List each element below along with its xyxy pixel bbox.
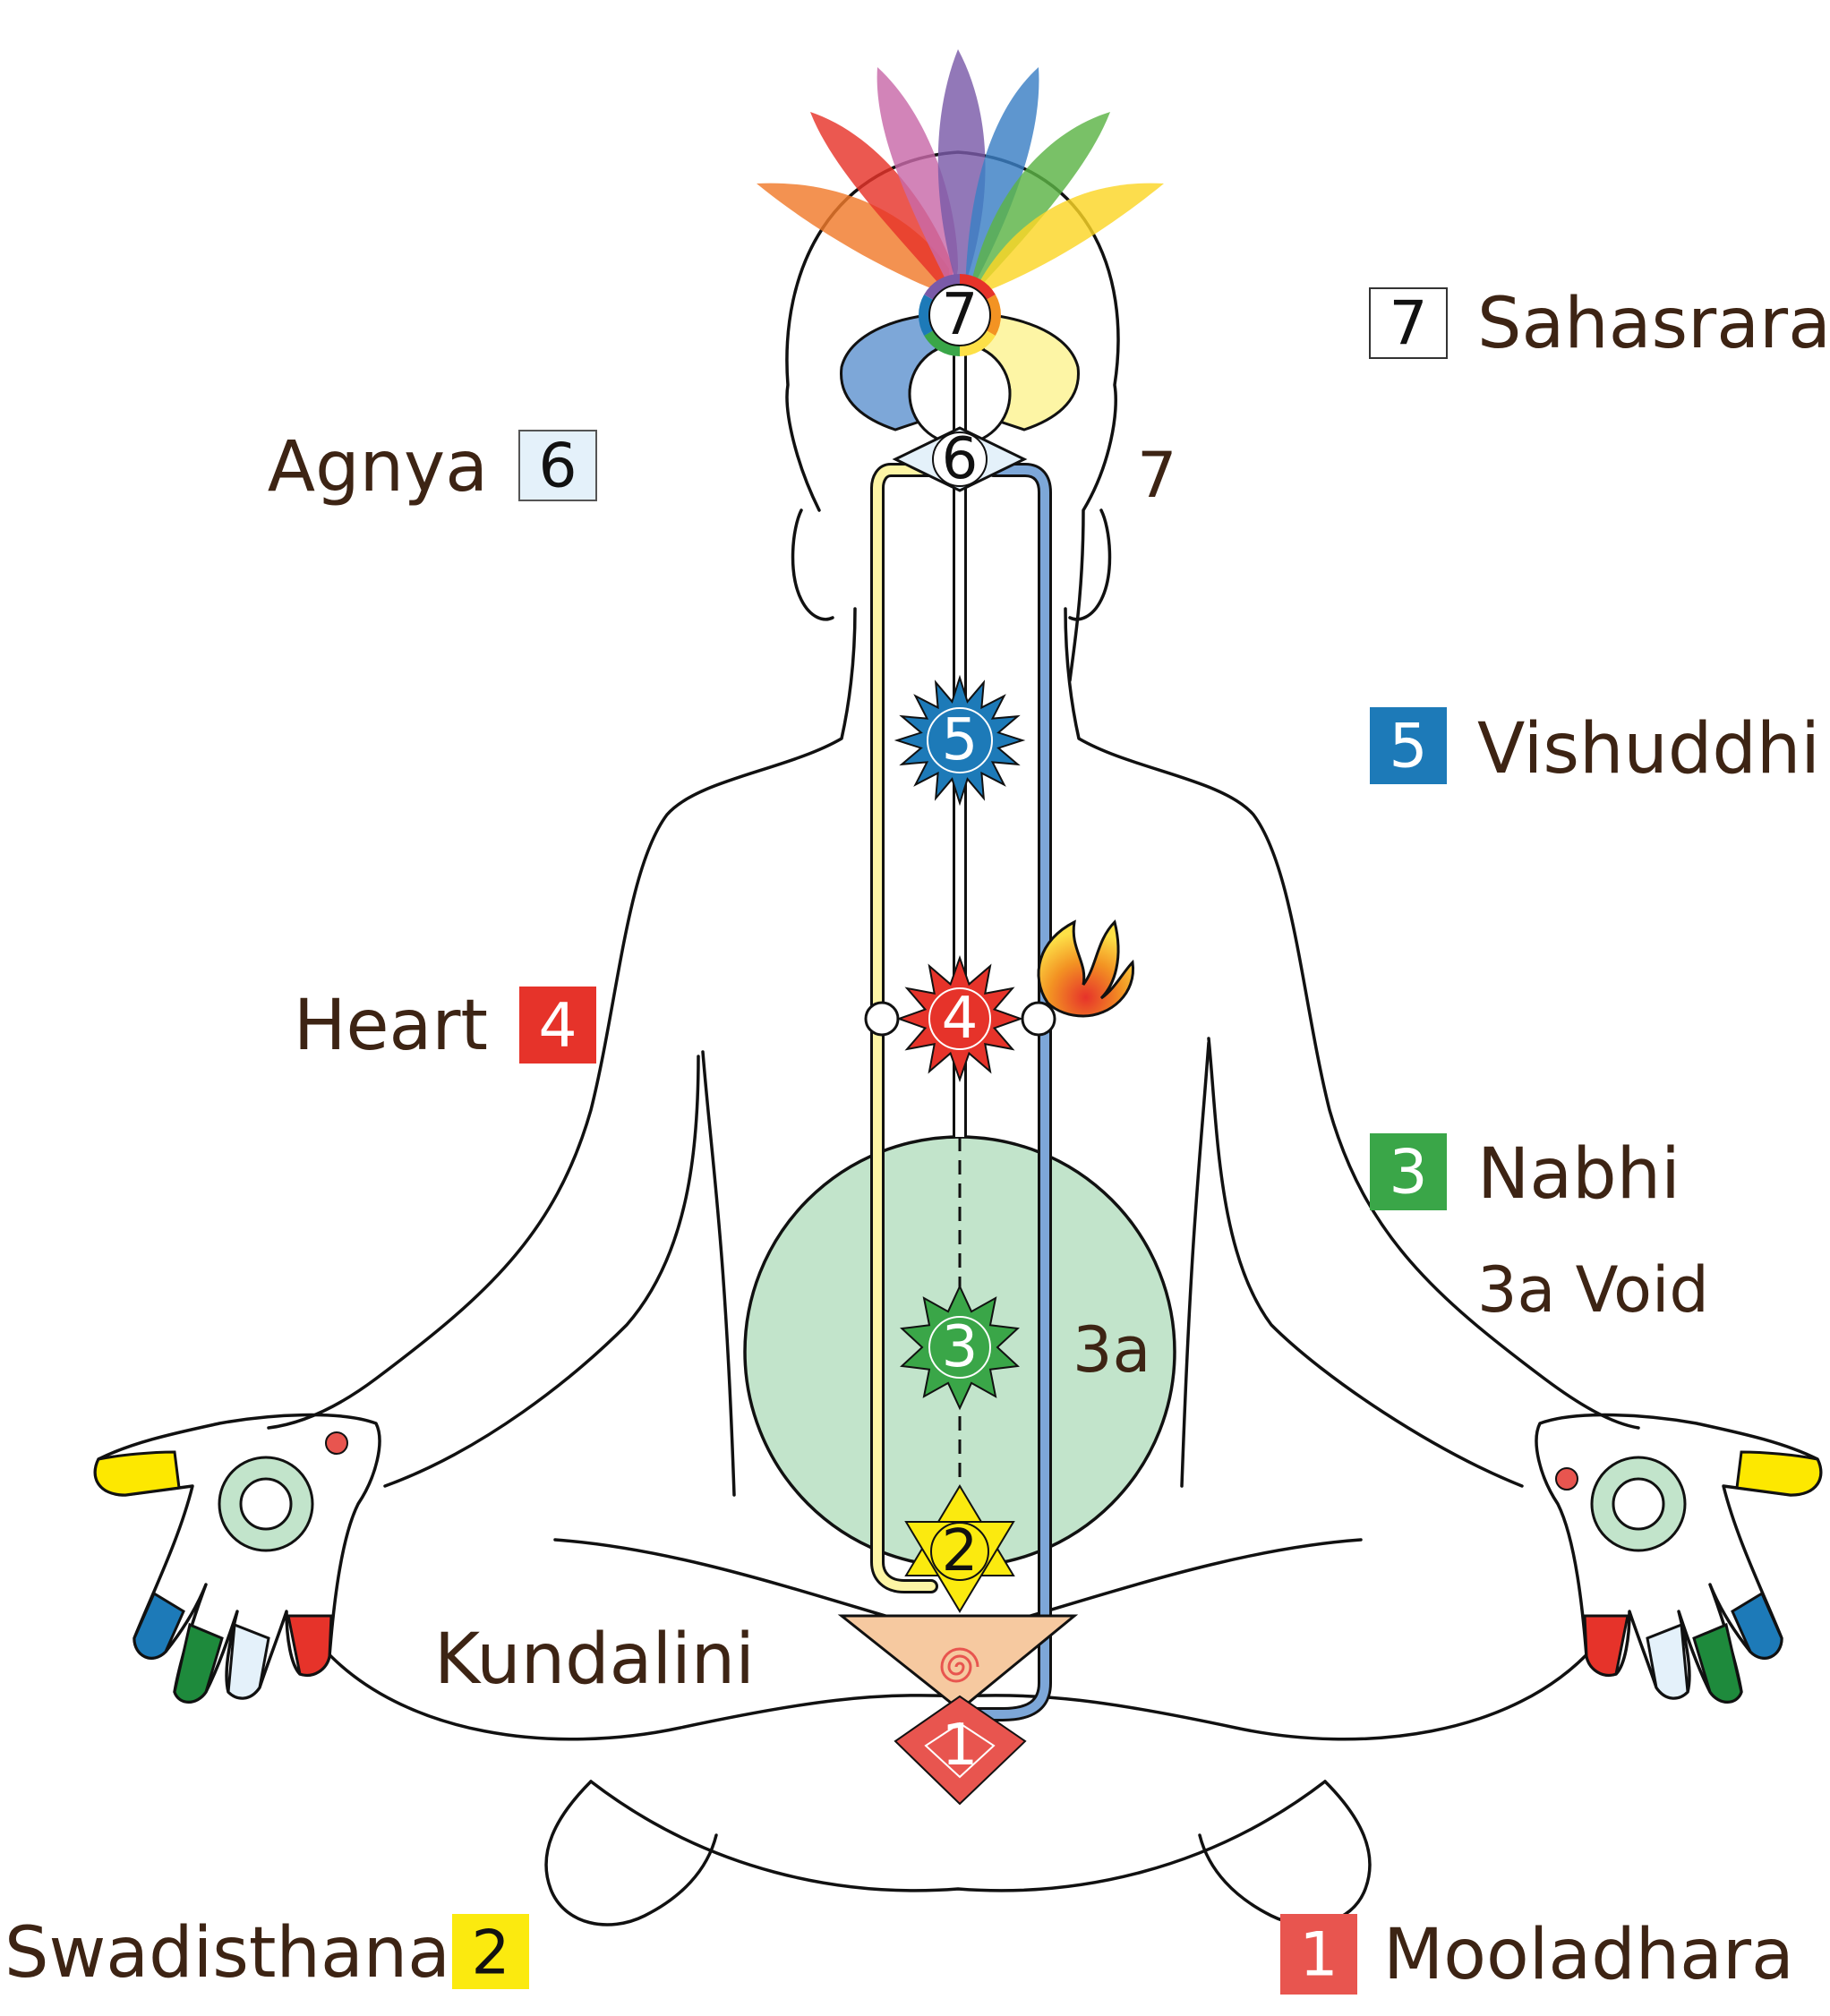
svg-text:Vishuddhi: Vishuddhi: [1477, 709, 1820, 790]
lotus-petal: [972, 183, 1164, 295]
label-void: 3a Void: [1477, 1253, 1709, 1327]
lotus-petal: [757, 183, 949, 295]
label-swadisthana: 2 Swadisthana: [4, 1913, 529, 1994]
label-kundalini: Kundalini: [434, 1619, 755, 1700]
label-nabhi: 3 Nabhi: [1370, 1133, 1680, 1215]
chakra-symbols: 7 6 5 4 3 2 1: [892, 274, 1028, 1806]
vishuddhi-center: [927, 707, 993, 773]
body-silhouette: [93, 150, 1823, 1926]
sahasrara-lotus: [757, 49, 1164, 295]
lotus-petal: [965, 67, 1039, 295]
kundalini-triangle: [837, 1614, 1079, 1712]
svg-text:Heart: Heart: [294, 986, 488, 1066]
label-vishuddhi: 5 Vishuddhi: [1370, 707, 1820, 790]
svg-text:2: 2: [471, 1918, 509, 1989]
svg-text:1: 1: [1299, 1920, 1338, 1991]
right-hand-finger-colors: [1555, 1450, 1823, 1704]
heart-flame: [1037, 919, 1135, 1018]
svg-text:Sahasrara: Sahasrara: [1477, 284, 1830, 364]
lotus-petal: [810, 112, 953, 295]
chakra-number: 7: [942, 282, 979, 348]
nabhi-center: [928, 1316, 991, 1379]
svg-text:5: 5: [1389, 712, 1427, 782]
svg-text:7: 7: [1389, 289, 1427, 360]
label-agnya: 6 Agnya: [268, 427, 597, 508]
chakra-number: 3: [942, 1314, 979, 1380]
chakra-number: 4: [942, 986, 979, 1052]
svg-text:Nabhi: Nabhi: [1477, 1134, 1680, 1215]
label-sahasrara: 7 Sahasrara: [1369, 284, 1830, 364]
heart-center: [928, 987, 991, 1050]
svg-text:4: 4: [538, 991, 577, 1062]
swadisthana-center: [930, 1522, 989, 1581]
left-hand-finger-colors: [93, 1431, 348, 1704]
chakra-number: 6: [942, 426, 979, 492]
label-mooladhara: 1 Mooladhara: [1280, 1914, 1794, 1995]
svg-text:3: 3: [1389, 1138, 1427, 1209]
svg-text:Agnya: Agnya: [268, 427, 488, 508]
left-heart-node: [864, 1001, 900, 1037]
right-heart-node: [1021, 1001, 1056, 1037]
label-heart: 4 Heart: [294, 986, 596, 1066]
lotus-petal: [877, 67, 958, 295]
agnya-center: [932, 431, 988, 487]
sahasrara-chakra: [928, 284, 991, 346]
chakra-number: 1: [942, 1713, 979, 1779]
mooladhara-inner: [924, 1721, 996, 1779]
chakra-number: 2: [942, 1518, 979, 1585]
side-marker: 7: [1137, 439, 1177, 512]
svg-text:6: 6: [538, 431, 577, 502]
svg-text:Swadisthana: Swadisthana: [4, 1913, 450, 1994]
svg-text:Mooladhara: Mooladhara: [1383, 1915, 1794, 1995]
mooladhara-chakra: [894, 1695, 1027, 1806]
void-marker: 3a: [1073, 1313, 1150, 1387]
chakra-number: 5: [942, 707, 979, 773]
